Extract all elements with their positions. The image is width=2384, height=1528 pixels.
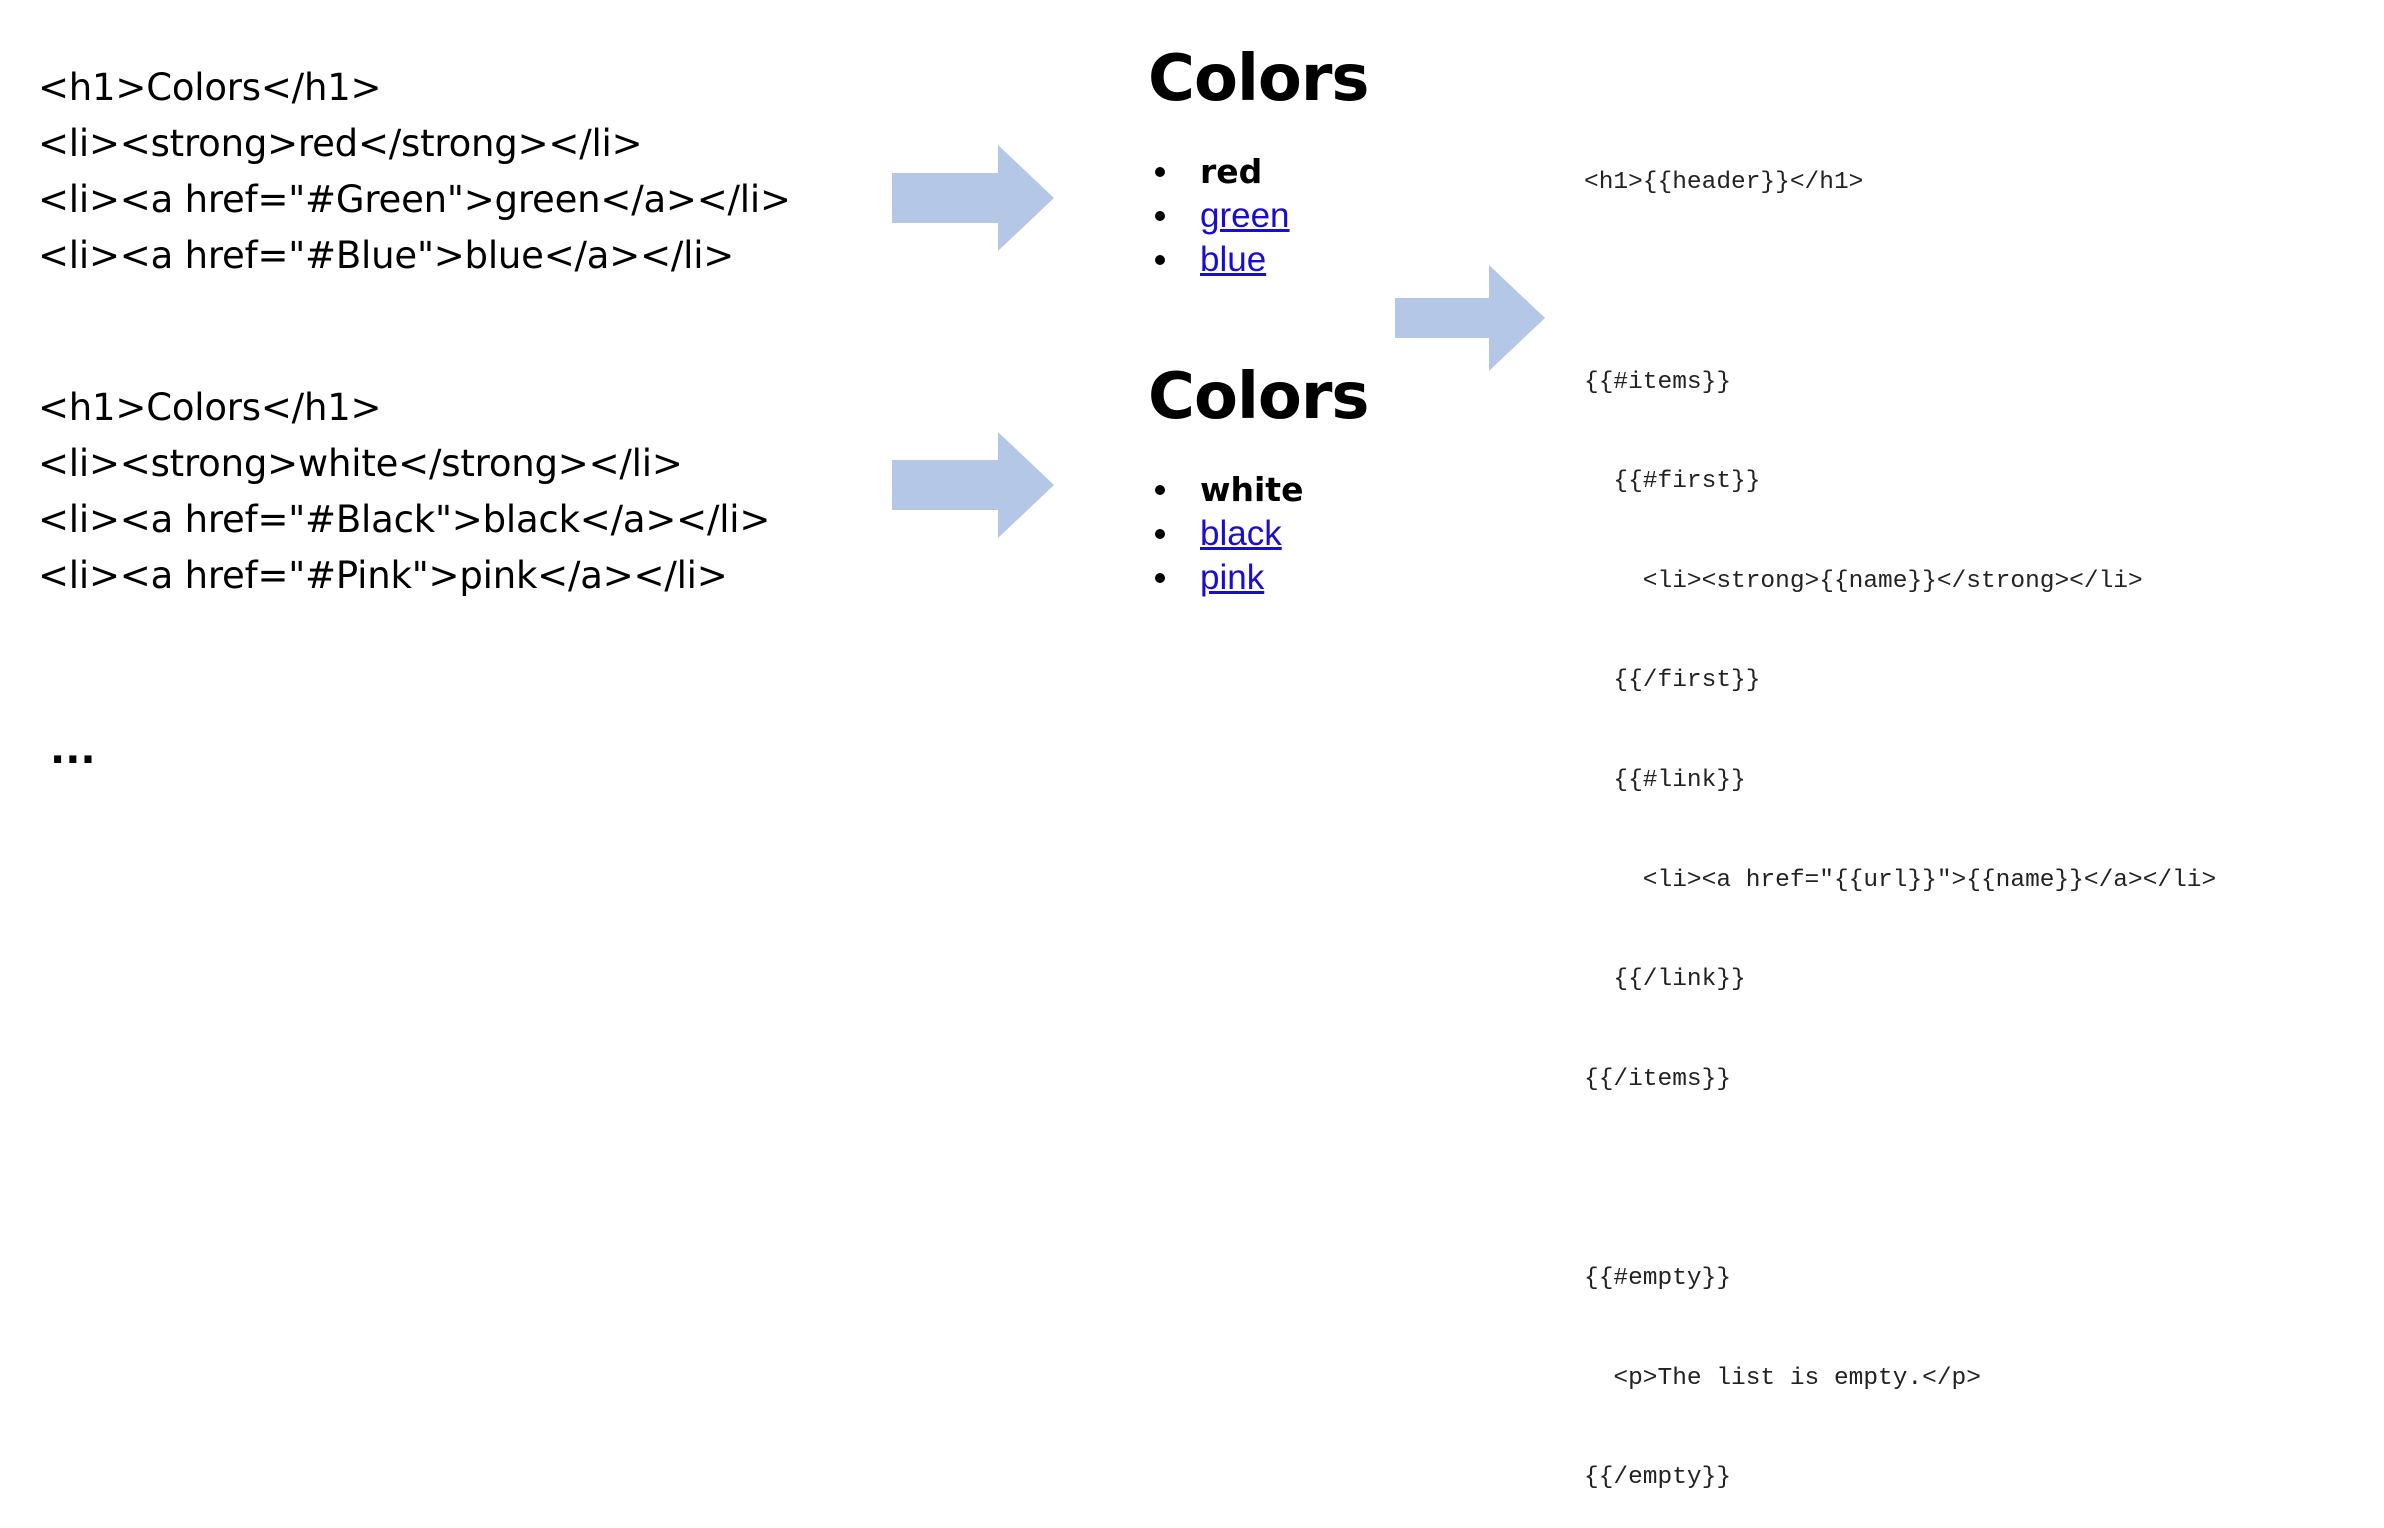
list-item: green <box>1148 194 1369 238</box>
source-line: <li><a href="#Pink">pink</a></li> <box>38 554 728 597</box>
template-line: {{#empty}} <box>1584 1264 1732 1292</box>
source-line: <li><strong>white</strong></li> <box>38 442 683 485</box>
template-line: {{#link}} <box>1584 766 1746 794</box>
source-line: <h1>Colors</h1> <box>38 386 382 429</box>
right-arrow-icon <box>1395 265 1545 371</box>
template-line: {{/items}} <box>1584 1065 1732 1093</box>
link-green[interactable]: green <box>1200 196 1290 235</box>
mustache-template: <h1>{{header}}</h1> {{#items}} {{#first}… <box>1584 100 2216 1528</box>
right-arrow-icon <box>892 145 1054 251</box>
list-item: red <box>1148 150 1369 194</box>
source-line: <li><a href="#Blue">blue</a></li> <box>38 234 735 277</box>
template-line: <h1>{{header}}</h1> <box>1584 169 1864 197</box>
source-line: <li><a href="#Black">black</a></li> <box>38 498 771 541</box>
list-item: black <box>1148 512 1369 556</box>
right-arrow-icon <box>892 432 1054 538</box>
link-pink[interactable]: pink <box>1200 558 1265 597</box>
link-blue[interactable]: blue <box>1200 240 1267 279</box>
source-line: <h1>Colors</h1> <box>38 66 382 109</box>
source-line: <li><a href="#Green">green</a></li> <box>38 178 791 221</box>
template-line: {{#items}} <box>1584 368 1732 396</box>
rendered-heading: Colors <box>1148 360 1369 434</box>
strong-item: white <box>1200 470 1304 509</box>
rendered-output-1: Colors red green blue <box>1148 34 1369 282</box>
template-line: <li><strong>{{name}}</strong></li> <box>1584 567 2143 595</box>
template-line: {{/empty}} <box>1584 1464 1732 1492</box>
rendered-list: white black pink <box>1148 468 1369 600</box>
template-line: {{#first}} <box>1584 468 1761 496</box>
source-html-example-1: <h1>Colors</h1> <li><strong>red</strong>… <box>38 60 791 284</box>
list-item: blue <box>1148 238 1369 282</box>
template-line: <li><a href="{{url}}">{{name}}</a></li> <box>1584 866 2217 894</box>
template-line <box>1584 1162 2216 1195</box>
strong-item: red <box>1200 152 1263 191</box>
list-item: white <box>1148 468 1369 512</box>
rendered-heading: Colors <box>1148 42 1369 116</box>
ellipsis: ... <box>50 727 96 773</box>
template-line: <p>The list is empty.</p> <box>1584 1364 1981 1392</box>
rendered-list: red green blue <box>1148 150 1369 282</box>
list-item: pink <box>1148 556 1369 600</box>
template-line: {{/first}} <box>1584 667 1761 695</box>
rendered-output-2: Colors white black pink <box>1148 352 1369 600</box>
source-line: <li><strong>red</strong></li> <box>38 122 643 165</box>
source-html-example-2: <h1>Colors</h1> <li><strong>white</stron… <box>38 380 770 604</box>
link-black[interactable]: black <box>1200 514 1282 553</box>
template-line: {{/link}} <box>1584 966 1746 994</box>
template-line <box>1584 266 2216 299</box>
